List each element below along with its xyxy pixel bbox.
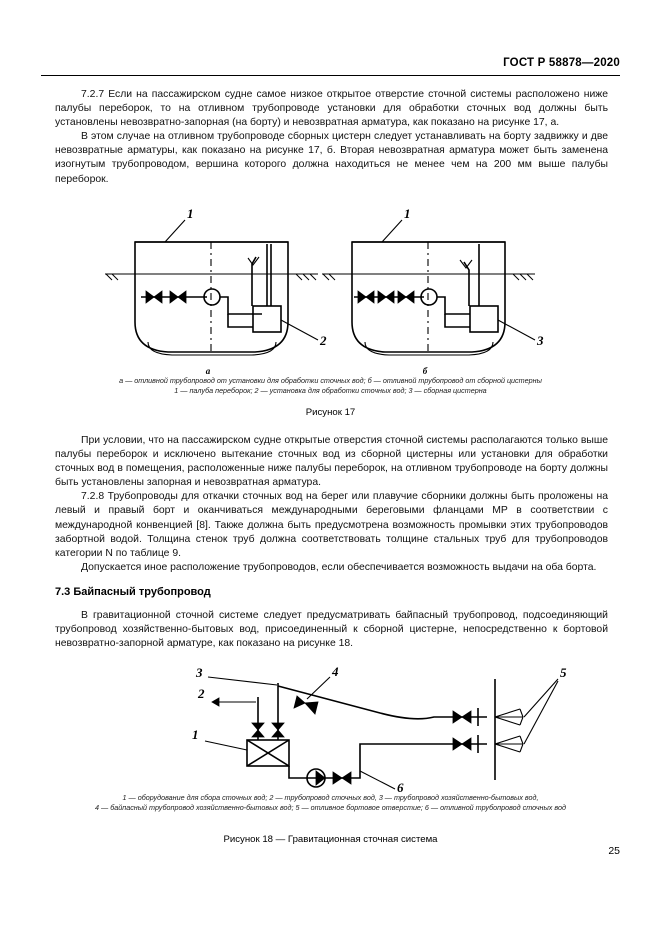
figure-18-legend-line-2: 4 — байпасный трубопровод хозяйственно-б…	[95, 803, 566, 813]
header-divider	[41, 75, 620, 76]
figure-17-b-callout-1: 1	[404, 206, 411, 221]
valve-symbol	[377, 290, 395, 304]
figure-18-legend-line-1: 1 — оборудование для сбора сточных вод; …	[122, 793, 539, 802]
valve-symbol	[169, 290, 187, 304]
valve-symbol	[332, 771, 352, 785]
valve-symbol	[357, 290, 375, 304]
figure-17-sublabel-b: б	[423, 366, 428, 376]
paragraph-7-2-8: 7.2.8 Трубопроводы для откачки сточных в…	[55, 491, 608, 559]
paragraph-7-2-7: 7.2.7 Если на пассажирском судне самое н…	[55, 89, 608, 129]
figure-17-sublabel-a: а	[206, 366, 211, 376]
valve-symbol	[251, 722, 265, 738]
valve-symbol	[271, 722, 285, 738]
figure-18-callout-4: 4	[331, 665, 339, 679]
figure-18-callout-5: 5	[560, 665, 567, 680]
figure-18-drawing: 1 2 3 4 5 6	[192, 665, 567, 795]
page-number: 25	[608, 845, 620, 857]
overboard-opening-lower	[494, 735, 524, 753]
figure-18-title: Рисунок 18 — Гравитационная сточная сист…	[223, 834, 438, 845]
figure-17-a-callout-1: 1	[187, 206, 194, 221]
standard-header: ГОСТ Р 58878—2020	[503, 57, 620, 69]
figure-17-legend-line-2: 1 — палуба переборок; 2 — установка для …	[174, 386, 487, 396]
valve-symbol	[293, 695, 319, 715]
paragraph-7-2-7-cont: В этом случае на отливном трубопроводе с…	[55, 131, 608, 185]
figure-17-b-callout-3: 3	[536, 333, 544, 348]
paragraph-condition: При условии, что на пассажирском судне о…	[55, 435, 608, 489]
paragraph-allowance: Допускается иное расположение трубопрово…	[81, 561, 597, 573]
figure-17-legend-line-1: а — отливной трубопровод от установки дл…	[119, 376, 542, 385]
overboard-opening-upper	[494, 708, 524, 726]
figure-17-drawing: 1 2 а	[105, 206, 544, 376]
section-heading-7-3: 7.3 Байпасный трубопровод	[55, 585, 211, 598]
text-block-middle: При условии, что на пассажирском судне о…	[55, 434, 608, 651]
collection-unit	[246, 739, 290, 767]
figure-17-diagram-a: 1 2 а	[105, 206, 327, 376]
paragraph-7-3: В гравитационной сточной системе следует…	[55, 609, 608, 650]
figure-18-callout-1: 1	[192, 727, 199, 742]
valve-symbol	[397, 290, 415, 304]
figure-18-callout-3: 3	[195, 665, 203, 680]
figure-17: 1 2 а	[0, 202, 661, 382]
figure-17-title: Рисунок 17	[305, 407, 356, 418]
text-block-top: 7.2.7 Если на пассажирском судне самое н…	[55, 88, 608, 187]
valve-symbol	[452, 737, 472, 751]
figure-18-callout-2: 2	[197, 686, 205, 701]
figure-17-diagram-b: 1 3 б	[322, 206, 544, 376]
figure-17-legend: а — отливной трубопровод от установки дл…	[30, 376, 631, 396]
figure-18-callout-6: 6	[397, 780, 404, 795]
valve-symbol	[145, 290, 163, 304]
figure-18: 1 2 3 4 5 6	[0, 665, 661, 795]
figure-18-legend: 1 — оборудование для сбора сточных вод; …	[22, 793, 639, 813]
valve-symbol	[452, 710, 472, 724]
figure-17-a-callout-2: 2	[319, 333, 327, 348]
